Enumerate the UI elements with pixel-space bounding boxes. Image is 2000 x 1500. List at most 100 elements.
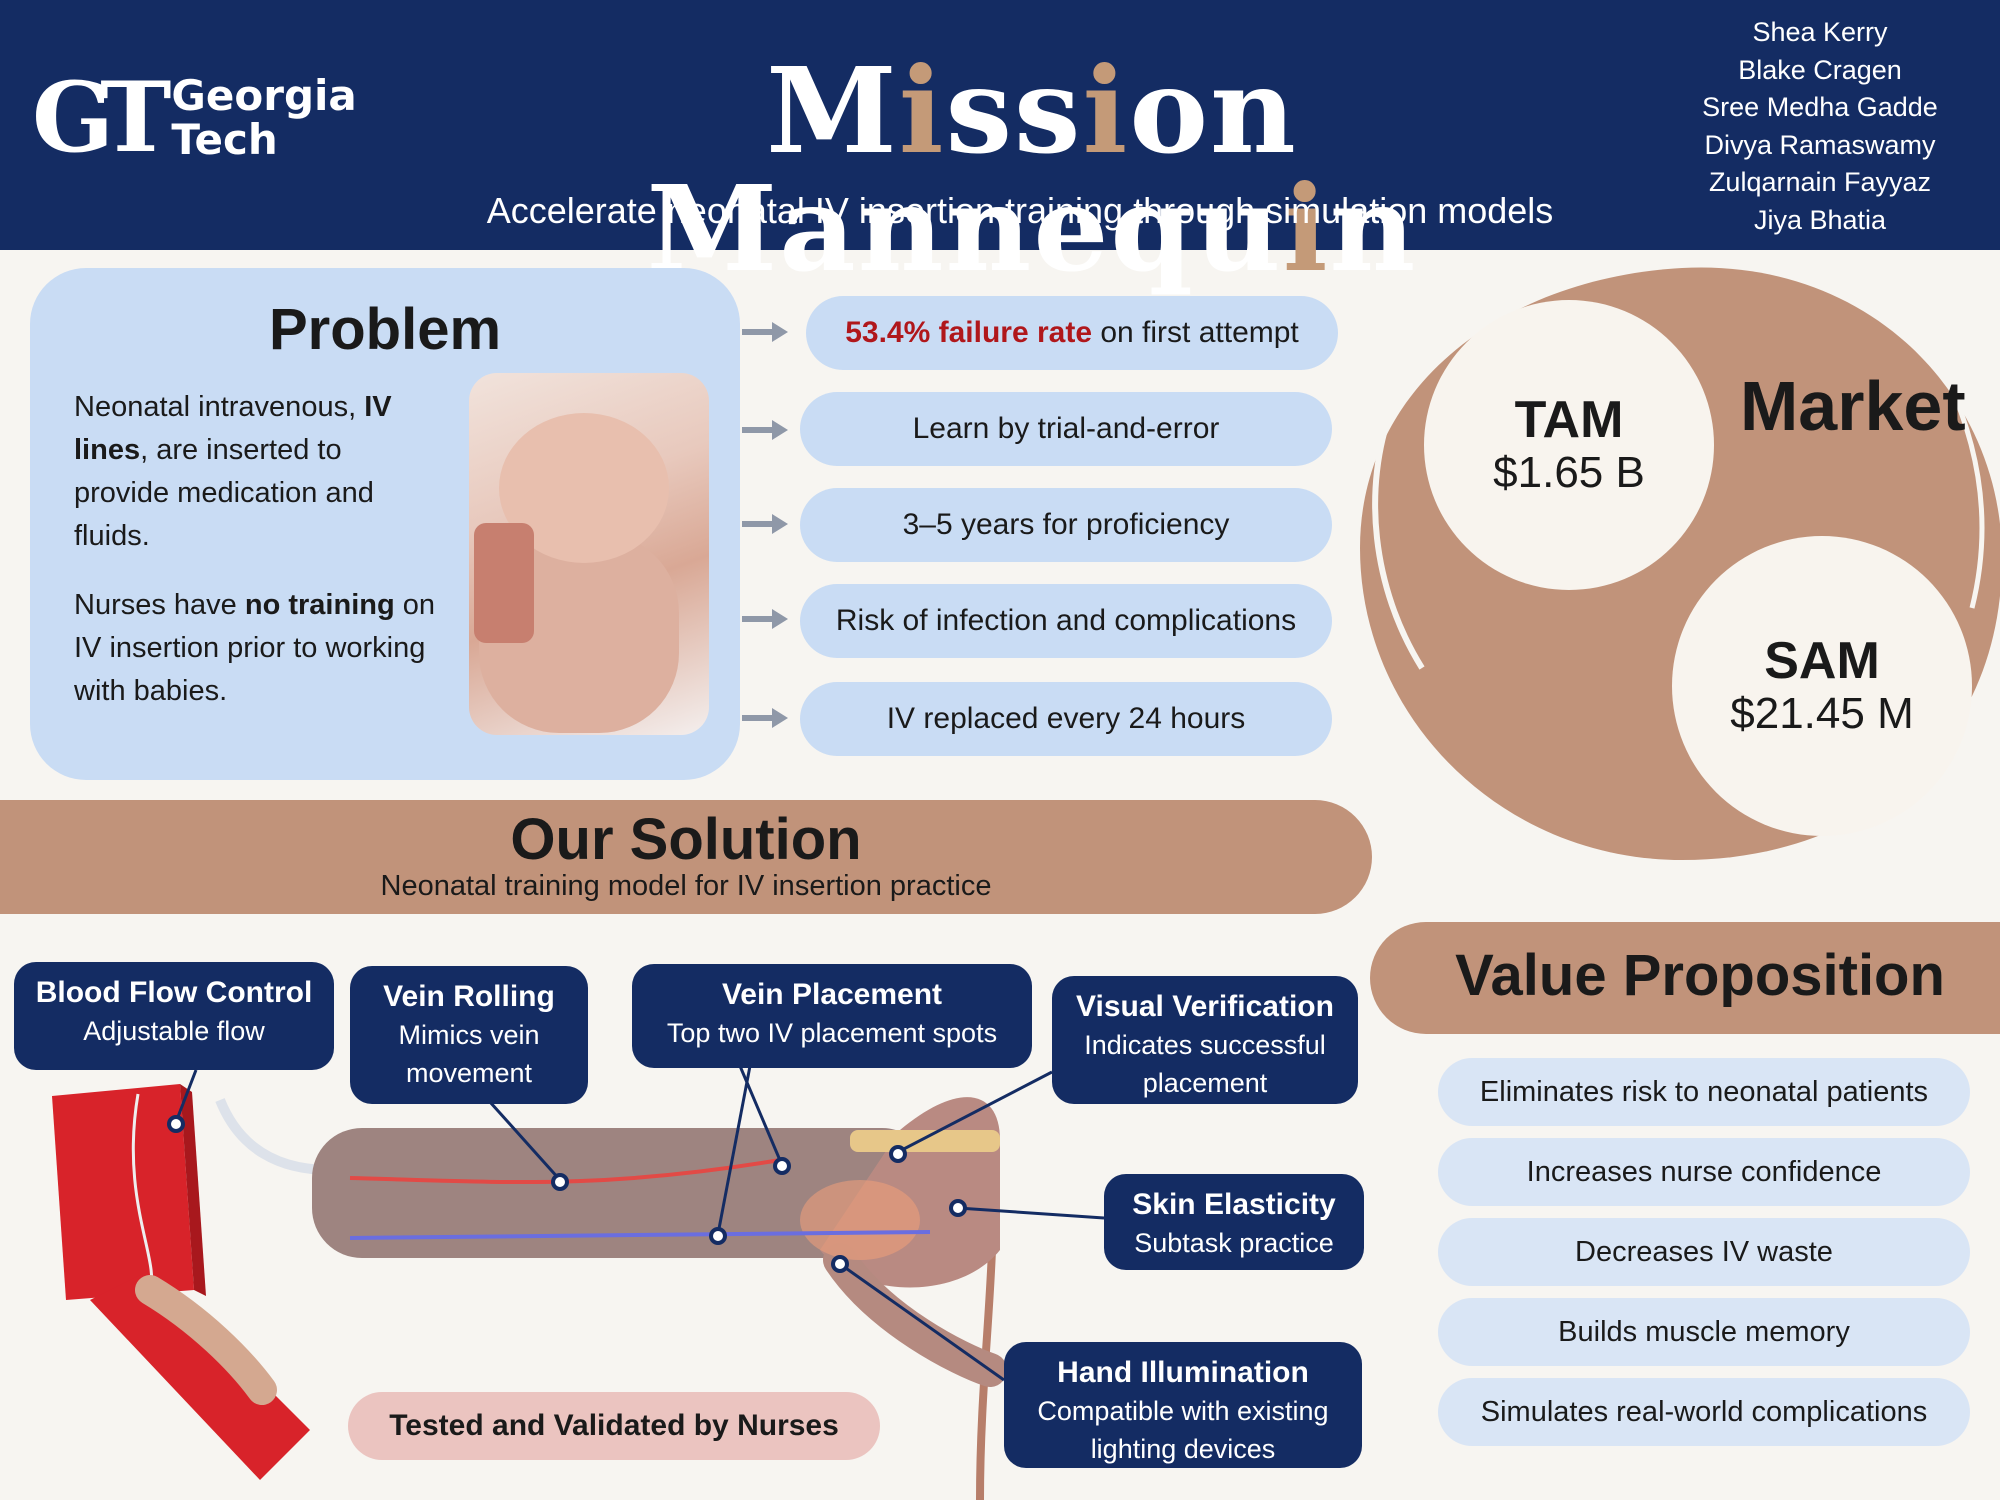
poster-title: Mission Mannequin (462, 52, 1602, 288)
text-run: , are inserted to provide medication and… (74, 434, 374, 552)
mannequin-arm (312, 1128, 932, 1258)
vein (349, 1230, 931, 1240)
feature-title: Hand Illumination (1057, 1356, 1309, 1389)
team-member: Zulqarnain Fayyaz (1708, 167, 1932, 197)
tube (215, 1098, 331, 1175)
tam-label: TAM (1514, 391, 1624, 450)
sam-value: $21.45 M (1730, 689, 1914, 739)
title-part-2: ss (945, 41, 1083, 180)
tube (976, 1149, 997, 1500)
stand-base (90, 1270, 310, 1480)
logo-line-2: Tech (171, 115, 278, 164)
title-part-4: n (1329, 159, 1418, 298)
problem-fact: IV replaced every 24 hours (800, 682, 1332, 756)
arrow-right-icon (742, 708, 788, 728)
fact-text: Learn by trial-and-error (912, 412, 1220, 445)
feature-desc: Compatible with existing lighting device… (1037, 1396, 1329, 1464)
sam-label: SAM (1764, 632, 1880, 691)
feature-desc: Adjustable flow (83, 1016, 265, 1046)
title-part-3: on Mannequ (646, 41, 1298, 298)
problem-fact: Learn by trial-and-error (800, 392, 1332, 466)
text-run: on IV insertion prior to working with ba… (74, 589, 436, 707)
market-heading: Market (1740, 367, 1966, 445)
feature-title: Blood Flow Control (35, 976, 313, 1009)
arrow-right-icon (742, 420, 788, 440)
solution-heading: Our Solution (510, 807, 862, 872)
team-member: Divya Ramaswamy (1704, 129, 1936, 160)
feature-skin-elasticity: Skin Elasticity Subtask practice (1104, 1174, 1364, 1270)
fact-highlight: 53.4% failure rate (845, 316, 1093, 349)
feature-desc: Subtask practice (1134, 1228, 1334, 1258)
problem-fact: 3–5 years for proficiency (800, 488, 1332, 562)
logo-wordmark: Georgia Tech (171, 74, 356, 162)
text-run-bold: IV lines (74, 391, 392, 466)
title-hand-i-2: i (1082, 41, 1130, 180)
tested-badge: Tested and Validated by Nurses (348, 1392, 880, 1460)
fact-text: 3–5 years for proficiency (902, 508, 1230, 541)
tube (131, 1093, 154, 1291)
feature-title: Vein Placement (721, 978, 943, 1011)
title-hand-i-1: i (898, 41, 946, 180)
problem-fact: 53.4% failure rate on first attempt (806, 296, 1338, 370)
value-prop-item: Increases nurse confidence (1438, 1138, 1970, 1206)
feature-desc: Mimics vein movement (398, 1020, 540, 1088)
problem-paragraph-2: Nurses have no training on IV insertion … (74, 584, 444, 713)
problem-paragraph-1: Neonatal intravenous, IV lines, are inse… (74, 386, 444, 558)
value-prop-item: Eliminates risk to neonatal patients (1438, 1058, 1970, 1126)
header-banner (0, 0, 2000, 250)
feature-visual-verification: Visual Verification Indicates successful… (1052, 976, 1358, 1104)
value-prop-item: Builds muscle memory (1438, 1298, 1970, 1366)
value-prop-item: Decreases IV waste (1438, 1218, 1970, 1286)
neonate-photo (469, 373, 709, 735)
feature-title: Skin Elasticity (1132, 1188, 1336, 1221)
value-prop-banner (1370, 922, 2000, 1034)
feature-title: Vein Rolling (383, 980, 555, 1013)
text-run: Neonatal intravenous, (74, 391, 365, 423)
team-member: Sree Medha Gadde (1702, 92, 1938, 122)
vein (349, 1158, 781, 1185)
gt-logo-mark: GT (32, 61, 171, 174)
problem-description: Neonatal intravenous, IV lines, are inse… (74, 386, 444, 739)
feature-vein-rolling: Vein Rolling Mimics vein movement (350, 966, 588, 1104)
feature-desc: Indicates successful placement (1084, 1030, 1326, 1098)
text-run: Nurses have (74, 589, 245, 621)
feature-vein-placement: Vein Placement Top two IV placement spot… (632, 964, 1032, 1068)
problem-fact: Risk of infection and complications (800, 584, 1332, 658)
photo-shape (474, 523, 534, 643)
value-prop-item: Simulates real-world complications (1438, 1378, 1970, 1446)
tam-bubble: TAM $1.65 B (1424, 300, 1714, 590)
catheter (850, 1130, 1000, 1152)
fact-text: Risk of infection and complications (835, 604, 1297, 637)
team-member: Shea Kerry (1752, 17, 1888, 47)
poster-subtitle: Accelerate neonatal IV insertion trainin… (486, 190, 1554, 231)
problem-heading: Problem (268, 297, 502, 362)
team-member: Jiya Bhatia (1753, 204, 1887, 235)
text-run-bold: no training (244, 589, 395, 621)
arrow-right-icon (742, 514, 788, 534)
feature-hand-illumination: Hand Illumination Compatible with existi… (1004, 1342, 1362, 1468)
fact-text: IV replaced every 24 hours (886, 702, 1246, 735)
fact-text: on first attempt (1092, 316, 1299, 349)
sam-bubble: SAM $21.45 M (1672, 536, 1972, 836)
team-member: Blake Cragen (1738, 54, 1902, 85)
tam-value: $1.65 B (1493, 448, 1645, 498)
small-arm (135, 1275, 277, 1405)
stand-side (180, 1084, 206, 1296)
georgia-tech-logo: GT Georgia Tech (32, 70, 357, 166)
arrow-right-icon (742, 609, 788, 629)
feature-desc: Top two IV placement spots (666, 1018, 998, 1048)
feature-blood-flow: Blood Flow Control Adjustable flow (14, 962, 334, 1070)
mannequin-finger (823, 1243, 1007, 1387)
hand-glow (800, 1180, 920, 1260)
stand-front (52, 1084, 194, 1300)
value-prop-heading: Value Proposition (1455, 943, 1945, 1008)
title-part-1: M (766, 41, 899, 180)
solution-banner (0, 800, 1372, 914)
feature-title: Visual Verification (1076, 990, 1334, 1023)
arrow-right-icon (742, 322, 788, 342)
team-list: Shea Kerry Blake Cragen Sree Medha Gadde… (1670, 14, 1970, 239)
solution-subtitle: Neonatal training model for IV insertion… (380, 870, 992, 902)
title-hand-i-3: i (1282, 159, 1330, 298)
mannequin-hand (820, 1097, 1000, 1288)
logo-line-1: Georgia (171, 71, 357, 120)
